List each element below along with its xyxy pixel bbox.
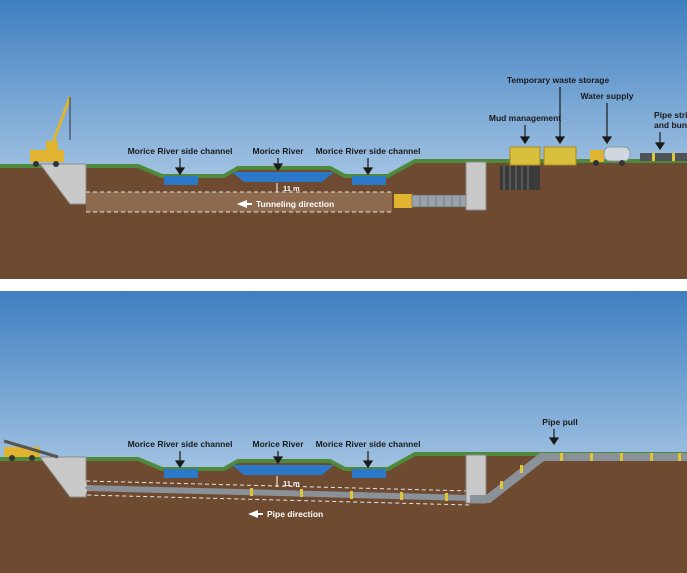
- pipe-pull-diagram-panel: Morice River side channel Morice River M…: [0, 291, 687, 573]
- label-side-channel-left: Morice River side channel: [128, 146, 233, 156]
- label-side-channel-right: Morice River side channel: [316, 146, 421, 156]
- grass-line: [0, 159, 687, 178]
- tunnel-boring-machine: [394, 194, 412, 208]
- label-direction: Pipe direction: [267, 509, 323, 519]
- tunneling-diagram-panel: Morice River side channel Morice River M…: [0, 0, 687, 279]
- ground: [0, 454, 687, 573]
- launch-shaft: [465, 161, 487, 211]
- water-truck-icon: [590, 146, 631, 166]
- label-pipe-pull: Pipe pull: [542, 417, 577, 427]
- label-river: Morice River: [252, 439, 304, 449]
- direction-arrow-icon: [248, 510, 258, 518]
- label-temporary-waste-storage: Temporary waste storage: [507, 75, 610, 85]
- ground: [0, 161, 687, 279]
- pipe-pull-string: [470, 453, 687, 503]
- label-mud-management: Mud management: [489, 113, 561, 123]
- label-side-channel-left: Morice River side channel: [128, 439, 233, 449]
- pipe-pull-diagram: Morice River side channel Morice River M…: [0, 291, 687, 573]
- pipe-string: [640, 153, 687, 161]
- grass-line: [0, 452, 687, 471]
- pipe-in-tunnel: [86, 485, 470, 501]
- label-direction: Tunneling direction: [256, 199, 334, 209]
- river-water: [232, 465, 334, 475]
- label-side-channel-right: Morice River side channel: [316, 439, 421, 449]
- side-channel-water-left: [164, 469, 198, 478]
- label-depth: 11 m: [283, 479, 300, 488]
- tunnel-bore: [86, 192, 392, 212]
- tunnel-outline: [86, 191, 392, 213]
- label-water-supply: Water supply: [580, 91, 633, 101]
- mud-pit: [500, 166, 540, 190]
- side-channel-water-left: [164, 176, 198, 185]
- side-channel-water-right: [352, 176, 386, 185]
- river-water: [232, 172, 334, 182]
- direction-arrow-icon: [237, 200, 247, 208]
- entry-shaft: [39, 456, 87, 498]
- tunnel-outline: [85, 480, 471, 506]
- crane-icon: [30, 96, 72, 167]
- side-channel-water-right: [352, 469, 386, 478]
- mud-management-tanks: [509, 146, 577, 166]
- tunneling-diagram: Morice River side channel Morice River M…: [0, 0, 687, 279]
- pipe-handler-icon: [3, 439, 59, 461]
- label-depth: 11 m: [283, 184, 300, 193]
- label-pipe-string-bundle: and bundle: [654, 120, 687, 130]
- label-river: Morice River: [252, 146, 304, 156]
- label-pipe-string-prep: Pipe string prep: [654, 110, 687, 120]
